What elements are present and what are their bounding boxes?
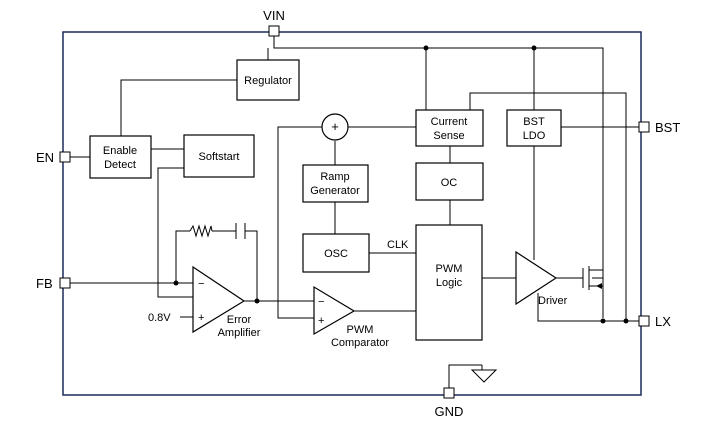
clk-label: CLK <box>387 239 409 251</box>
switch-mosfet <box>582 266 603 290</box>
enable-detect-block <box>89 135 152 179</box>
current-sense-block <box>415 109 484 147</box>
lx-pin-label: LX <box>655 314 671 329</box>
oc-label: OC <box>441 177 458 189</box>
softstart-label: Softstart <box>199 151 240 163</box>
pwm-logic-block <box>415 224 483 341</box>
ramp-generator-label-1: Ramp <box>320 171 349 183</box>
pwm-comparator-triangle <box>313 285 356 336</box>
ramp-generator-label-2: Generator <box>310 185 360 197</box>
error-amplifier-triangle <box>192 265 246 334</box>
error-amp-minus: − <box>198 278 204 290</box>
gnd-pin-label: GND <box>435 404 464 419</box>
gnd-pin <box>443 387 455 399</box>
vin-pin <box>268 25 280 37</box>
pwm-logic-label-1: PWM <box>436 263 463 275</box>
feedback-resistor <box>189 224 213 238</box>
bst-ldo-label-1: BST <box>523 116 545 128</box>
oc-block <box>415 162 484 201</box>
error-amplifier-label-1: Error <box>227 314 252 326</box>
osc-block <box>302 233 370 273</box>
en-pin <box>59 151 71 163</box>
enable-detect-label-1: Enable <box>103 145 137 157</box>
ground-symbol-icon <box>470 365 498 383</box>
osc-label: OSC <box>324 248 348 260</box>
vin-pin-label: VIN <box>263 8 285 23</box>
junction-dots <box>173 45 629 324</box>
ramp-generator-block <box>302 164 369 203</box>
wires <box>70 36 639 388</box>
driver-triangle <box>515 250 558 306</box>
fb-pin <box>59 277 71 289</box>
pwm-comparator-label-1: PWM <box>347 324 374 336</box>
bst-pin-label: BST <box>655 120 680 135</box>
chip-outline <box>62 31 642 396</box>
pwm-logic-label-2: Logic <box>436 277 463 289</box>
bst-ldo-label-2: LDO <box>523 130 546 142</box>
pwm-comparator-minus: − <box>318 296 324 308</box>
enable-detect-label-2: Detect <box>104 159 136 171</box>
en-pin-label: EN <box>36 150 54 165</box>
summing-node-label: + <box>331 119 339 134</box>
fb-pin-label: FB <box>36 276 53 291</box>
pwm-comparator-label-2: Comparator <box>331 337 389 349</box>
current-sense-label-1: Current <box>431 116 468 128</box>
current-sense-label-2: Sense <box>433 130 464 142</box>
feedback-capacitor <box>235 223 246 239</box>
summing-node <box>321 113 349 141</box>
bst-ldo-block <box>506 109 562 147</box>
error-amplifier-label-2: Amplifier <box>218 327 261 339</box>
pwm-comparator-plus: + <box>318 315 324 327</box>
regulator-block <box>236 59 300 101</box>
bst-pin <box>638 121 650 133</box>
softstart-block <box>183 134 255 178</box>
error-amp-plus: + <box>198 312 204 324</box>
reference-voltage-label: 0.8V <box>148 312 171 324</box>
driver-label: Driver <box>538 295 568 307</box>
regulator-label: Regulator <box>244 75 292 87</box>
lx-pin <box>638 315 650 327</box>
